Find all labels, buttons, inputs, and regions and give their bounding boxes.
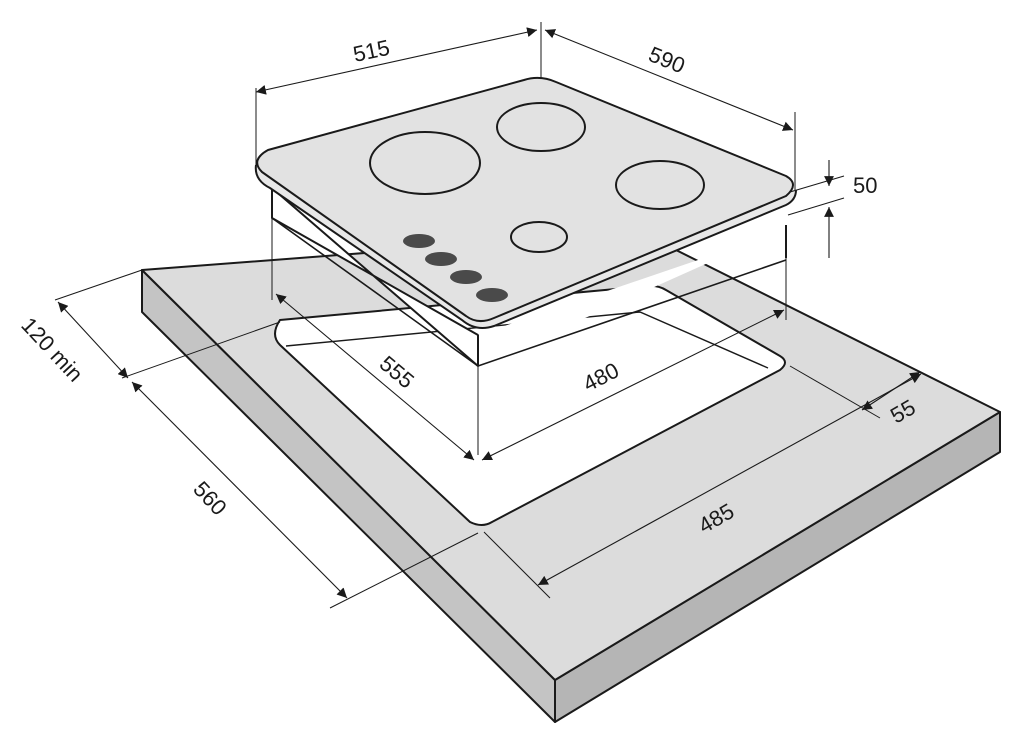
burner-icon xyxy=(369,131,481,195)
dim-hob-height: 50 xyxy=(853,173,877,198)
burner-icon xyxy=(510,221,568,253)
dim-hob-width: 515 xyxy=(351,35,392,67)
dimension-lines xyxy=(54,22,1001,609)
knob-icon xyxy=(403,234,435,248)
knob-icon xyxy=(476,288,508,302)
burner-icon xyxy=(496,102,586,152)
knob-icon xyxy=(450,270,482,284)
knob-icon xyxy=(425,252,457,266)
dim-counter-depth: 560 xyxy=(188,476,231,520)
burner-icon xyxy=(615,160,705,210)
